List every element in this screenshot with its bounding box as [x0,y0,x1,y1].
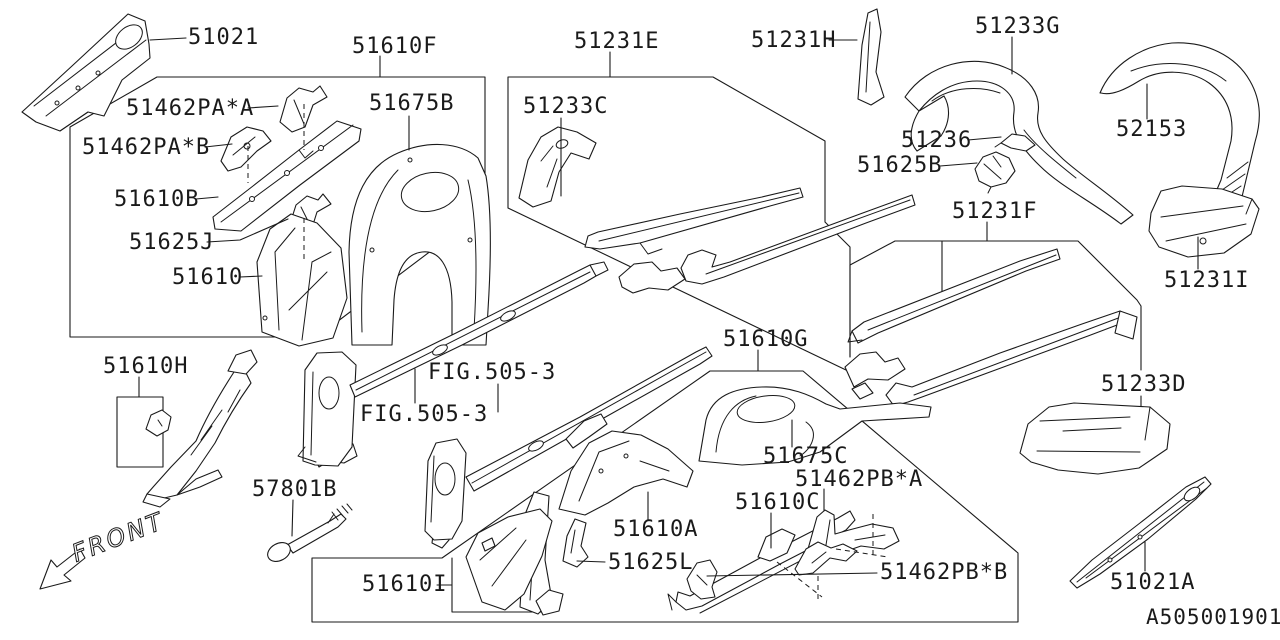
part-small-center-bracket-drawing [618,261,686,294]
diagram-code: A505001901 [1146,605,1280,629]
leader-51462PA-A [247,105,279,109]
part-label-51675B: 51675B [369,91,454,116]
part-label-51610F: 51610F [352,34,437,59]
figure-ref-label-1: FIG.505-3 [428,360,556,385]
part-51610-drawing [256,213,348,347]
leader-51610 [239,275,263,278]
part-51462PA-B-drawing [220,126,272,172]
part-label-51610B: 51610B [114,187,199,212]
part-label-51625B: 51625B [857,153,942,178]
group-leader-lines [138,36,1199,577]
part-label-51610: 51610 [172,265,243,290]
part-label-51231F: 51231F [952,199,1037,224]
leader-51462PB-B [706,572,878,577]
part-51610C-drawing [667,510,856,614]
box-51610G-51610I-group [311,370,1019,623]
part-label-51625J: 51625J [129,230,214,255]
part-label-51625L: 51625L [608,550,693,575]
part-51233G-drawing [904,60,1134,225]
box-51231F-group [849,240,1142,371]
part-51675B-drawing [348,143,491,346]
part-label-51233D: 51233D [1101,372,1186,397]
leader-51462PA-B [204,143,233,148]
part-51231I-drawing [1148,185,1260,258]
part-51610A-drawing [558,430,694,516]
leader-51625B [939,162,978,167]
part-label-51231E: 51231E [574,29,659,54]
bracket-51610I-label [451,557,546,613]
leader-51610B [195,196,219,200]
part-label-57801B: 57801B [252,477,337,502]
group-part-labels: 51021 51610F 51231E 51231H 51233G 52153 … [82,14,1280,629]
part-51233C-drawing [518,126,597,208]
part-51231-rail-rh-drawing [680,194,916,285]
part-51675C-drawing [698,386,932,466]
box-51231E-diagonal [507,207,847,371]
part-fig505-rail2-drawing [424,346,713,541]
part-label-51231I: 51231I [1164,268,1249,293]
part-51231-rail-lh-drawing [584,187,804,255]
part-small-bracket-drawing [686,559,718,600]
figure-ref-label-2: FIG.505-3 [360,402,488,427]
part-label-51231H: 51231H [751,28,836,53]
part-51021-drawing [21,13,151,132]
part-label-51233C: 51233C [523,94,608,119]
part-51610B-drawing [212,120,362,232]
part-label-51462PA-B: 51462PA*B [82,135,210,160]
part-fig505-rail1-drawing [297,261,609,467]
front-direction-indicator: FRONT [39,506,169,590]
part-label-51462PB-A: 51462PB*A [795,467,923,492]
part-51233D-drawing [1019,402,1171,475]
part-label-51236: 51236 [901,128,972,153]
part-51625L-drawing [562,518,589,568]
group-part-drawings [21,8,1260,616]
part-label-51675C: 51675C [763,444,848,469]
part-label-52153: 52153 [1116,117,1187,142]
part-51231H-drawing [857,8,885,106]
part-label-51462PB-B: 51462PB*B [880,560,1008,585]
leader-51021 [149,37,187,41]
leader-51625L [576,560,606,563]
part-label-51021A: 51021A [1110,570,1195,595]
leader-51625J [206,218,289,243]
part-57801B-drawing [267,503,353,562]
part-51625B-drawing [974,151,1016,194]
part-label-51610H: 51610H [103,354,188,379]
part-label-51233G: 51233G [975,14,1060,39]
front-label: FRONT [68,507,169,568]
part-51236-drawing [994,133,1036,152]
part-51021A-drawing [1069,476,1212,589]
leader-57801B [291,499,294,537]
part-label-51610C: 51610C [735,490,820,515]
box-51231E-group [507,76,851,358]
part-label-51021: 51021 [188,25,259,50]
group-dashed-lines [247,104,889,599]
part-label-51610A: 51610A [613,517,698,542]
leader-51236 [967,136,1002,141]
front-arrow-icon [39,548,86,590]
part-label-51610I: 51610I [362,572,447,597]
part-51610H-drawing [142,349,258,508]
part-51231F-rails-drawing [844,248,1138,407]
part-label-51610G: 51610G [723,327,808,352]
part-label-51462PA-A: 51462PA*A [126,96,254,121]
